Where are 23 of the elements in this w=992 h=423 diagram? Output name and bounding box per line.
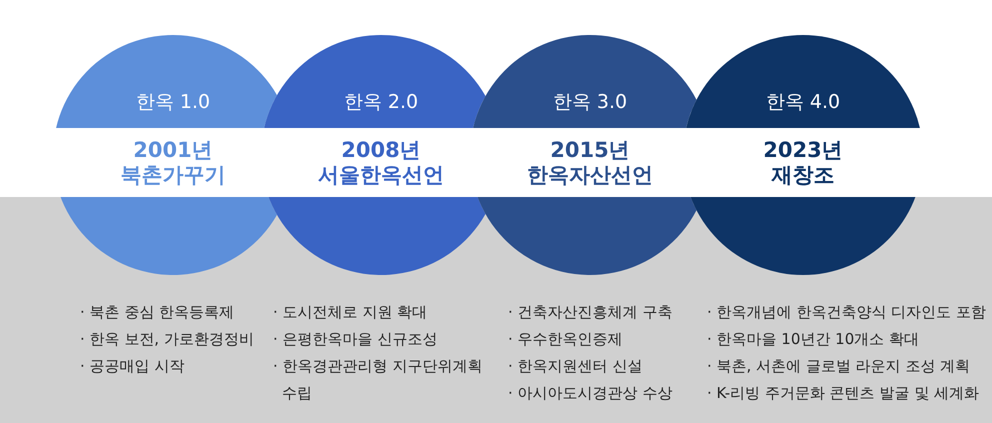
bullet-item: · 아시아도시경관상 수상 <box>508 383 674 404</box>
bullet-item: · 북촌 중심 한옥등록제 <box>80 302 236 323</box>
bullet-item: · 은평한옥마을 신규조성 <box>273 329 438 350</box>
bullet-item: · 도시전체로 지원 확대 <box>273 302 428 323</box>
bullet-item: · 북촌, 서촌에 글로벌 라운지 조성 계획 <box>707 356 972 377</box>
bullet-item: · K-리빙 주거문화 콘텐츠 발굴 및 세계화 <box>707 383 980 404</box>
circle <box>683 35 923 275</box>
bullet-item: · 공공매입 시작 <box>80 356 186 377</box>
bullet-item: · 건축자산진흥체계 구축 <box>508 302 674 323</box>
circle-title: 한옥 2.0 <box>344 90 418 114</box>
year-label: 2001년 북촌가꾸기 <box>120 138 226 188</box>
bullet-item: · 한옥경관관리형 지구단위계획 수립 <box>273 356 484 404</box>
year-label: 2015년 한옥자산선언 <box>527 138 653 188</box>
circle-title: 한옥 4.0 <box>766 90 840 114</box>
bullet-item: · 한옥지원센터 신설 <box>508 356 644 377</box>
bullet-item: · 우수한옥인증제 <box>508 329 624 350</box>
bullet-item: · 한옥 보전, 가로환경정비 <box>80 329 255 350</box>
bullet-item: · 한옥마을 10년간 10개소 확대 <box>707 329 920 350</box>
bullet-item: · 한옥개념에 한옥건축양식 디자인도 포함 <box>707 302 987 323</box>
year-label: 2008년 서울한옥선언 <box>318 138 444 188</box>
year-label: 2023년 재창조 <box>763 138 843 188</box>
circle-title: 한옥 3.0 <box>552 90 628 114</box>
circle-title: 한옥 1.0 <box>136 90 210 114</box>
